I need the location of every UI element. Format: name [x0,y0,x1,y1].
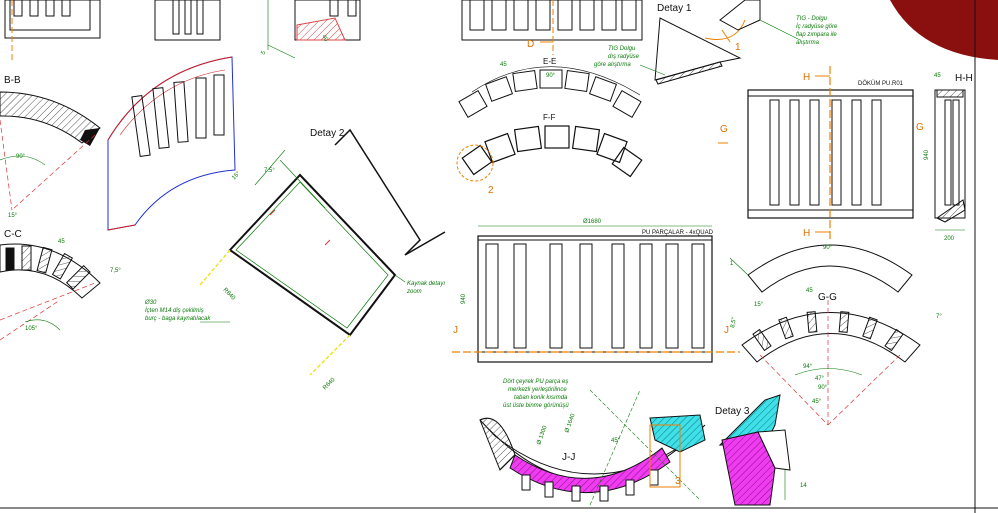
detail-3-drawing [718,394,791,506]
note-dort-3: taban konik kısımda [514,395,568,401]
dim-7-gg: 7° [936,314,942,320]
dim-1300: Ø 1300 [536,425,549,446]
note-dort-4: üst üste binme görünüşü [503,403,569,409]
section-ff-segments [456,125,643,182]
dim-45-gg: 45 [806,288,813,294]
note-kaynak-2: zoom [406,289,422,295]
dokum-front-view [718,66,914,240]
view-marker-d: D [527,39,534,50]
dim-r640: R640 [322,377,337,392]
dim-940-h: 940 [461,293,467,304]
section-jj-view [479,389,706,506]
dim-1680: Ø1680 [583,219,602,225]
dim-90-gg: 90° [818,385,828,391]
red-rendered-part [860,0,998,60]
view-marker-j-right: J [724,325,729,336]
dim-105-cc: 105° [25,326,38,332]
detail-label-detay2: Detay 2 [310,128,345,139]
section-bb-arc [0,91,101,211]
dim-90-bb: 90° [16,154,26,160]
note-tig-dis-2: dış radyüse [608,54,640,60]
note-dort-2: merkezli yerleştirilince [508,387,567,393]
pu-parcalar-front-view [452,235,740,363]
note-dort-1: Dört çeyrek PU parça eş [503,379,568,385]
note-tig-dis-1: TIG Dolgu [608,46,636,52]
pu-part-3d-view [107,56,236,231]
section-label-ff: F-F [543,113,556,122]
detail-label-detay3: Detay 3 [715,406,750,417]
dim-45-jj: 45° [611,438,621,444]
note-tig-ic-3: flap zımpara ile [796,32,837,38]
title-pu-parcalar: PU PARÇALAR - 4xQUAD [642,230,714,236]
section-gg-view [741,300,921,428]
dim-940-v: 940 [924,149,930,160]
view-marker-h-top: H [803,72,810,83]
dim-45-cc: 45 [58,239,65,245]
section-label-gg: G-G [818,292,837,303]
note-kaynak-1: Kaynak detayı [407,281,445,287]
dim-5: 5 [261,50,268,56]
dim-200: 200 [944,236,955,242]
section-label-hh: H-H [955,73,973,84]
dim-45-ee: 45 [500,62,507,68]
dim-15-gg: 15° [754,302,764,308]
note-o30-2: İçten M14 diş çekilmiş [145,307,204,314]
note-tig-ic-2: İç radyüse göre [796,23,838,30]
note-tig-ic-4: alıştırma [796,40,820,46]
dim-r840: R840 [222,287,237,302]
dim-40: 40 [320,34,329,43]
dim-90-arc: 90° [823,245,833,251]
dim-15-d2: 15° [231,170,242,181]
dim-47-gg: 47° [815,376,825,382]
title-dokum: DÖKÜM PU.R01 [858,80,904,87]
dim-1-gg: 1 [730,261,734,267]
dim-1640: Ø 1640 [564,413,577,434]
section-ee-segments [458,66,642,118]
arc-90-view [729,244,913,293]
detail-2-drawing [199,128,446,376]
section-label-bb: B-B [4,75,21,86]
section-label-ee: E-E [543,57,556,66]
note-o30-1: Ø30 [144,300,157,306]
detail-label-detay1: Detay 1 [657,3,692,14]
view-marker-g-right: G [916,122,924,133]
dim-90-ee: 90° [546,73,556,79]
detail-marker-2: 2 [488,185,494,196]
dim-45-gg2: 45° [812,399,822,405]
dim-15-bb: 15° [8,213,18,219]
detail-1-drawing [639,0,801,85]
view-marker-j-left: J [453,325,458,336]
dim-45-hh: 45 [934,73,941,79]
dim-7-5-d2: 7.5° [264,168,275,174]
section-label-cc: C-C [4,229,22,240]
note-o30-3: burç - baga kaynatılacak [145,316,211,322]
note-tig-dis-3: göre alıştırma [594,62,631,68]
section-label-jj: J-J [562,452,575,463]
top-center-partial-view [461,0,643,55]
section-hh-view [934,89,966,231]
view-marker-g-left: G [720,124,728,135]
note-tig-ic-1: TIG - Dolgu [796,16,828,22]
top-left-partial-views [4,0,361,60]
section-cc-arc [0,243,101,341]
dim-7-5-cc: 7,5° [110,268,121,274]
detail-marker-3: 3 [675,476,681,487]
dim-8-5-gg: 8,5° [730,316,738,328]
view-marker-h-bottom: H [803,228,810,239]
detail-marker-1: 1 [735,42,741,53]
dim-14: 14 [800,483,807,489]
dim-94-gg: 94° [803,364,813,370]
